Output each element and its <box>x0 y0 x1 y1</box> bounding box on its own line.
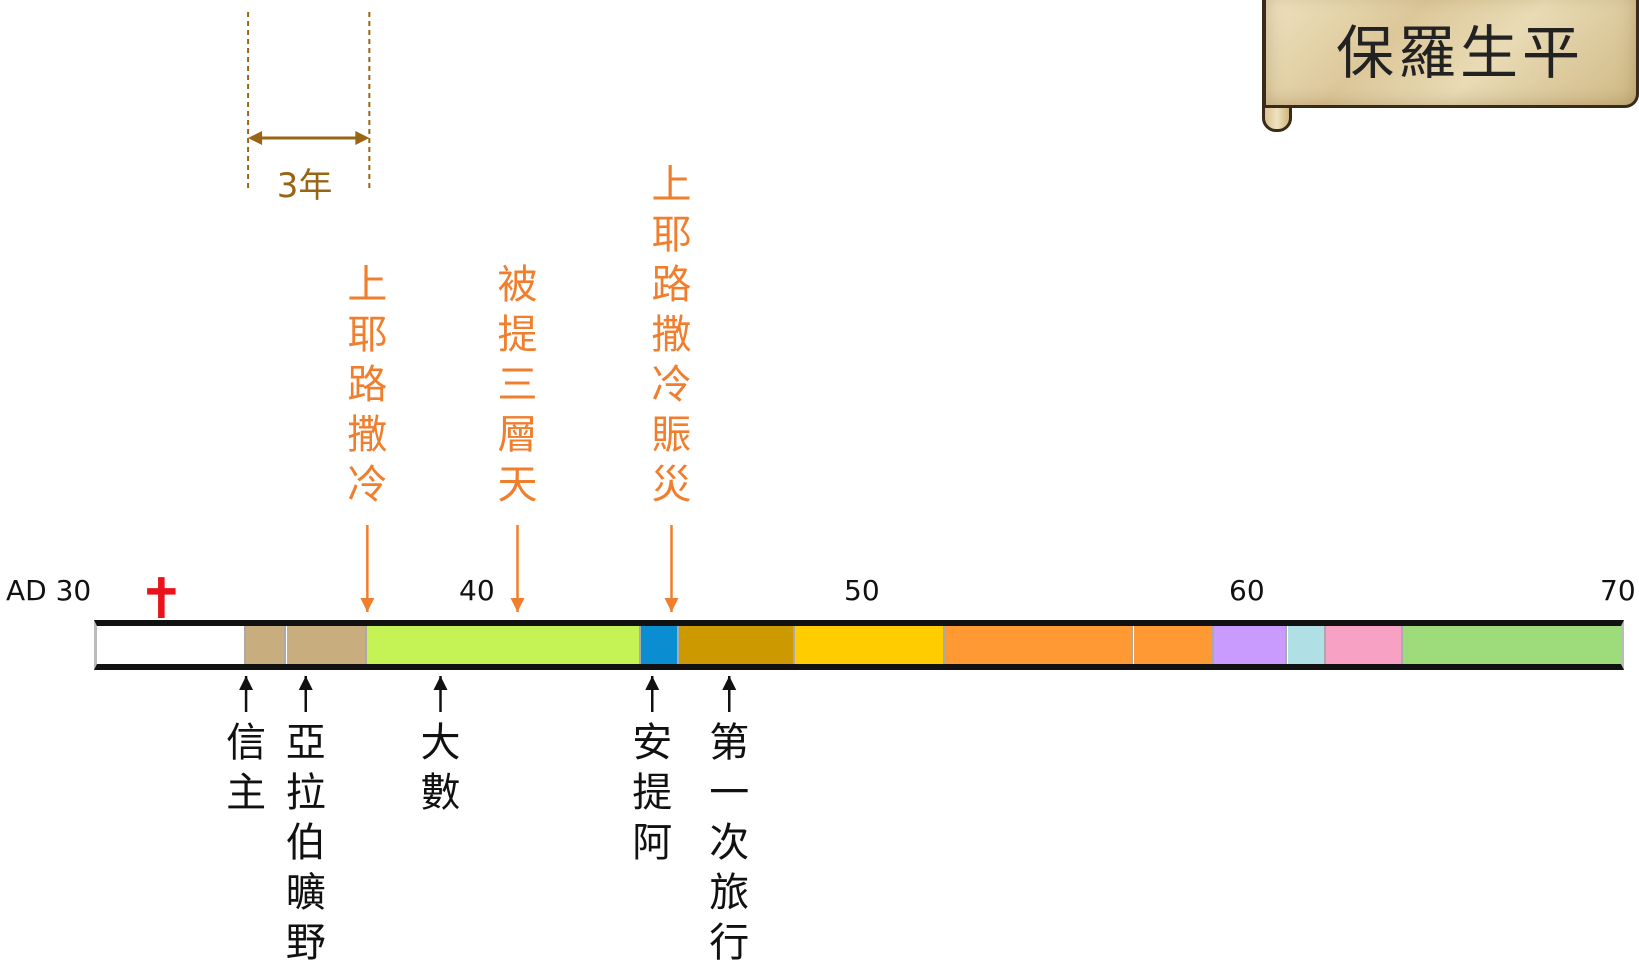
event-char: 阿 <box>632 820 673 866</box>
timeline-segment <box>1214 626 1288 664</box>
event-arrow-antioch-head <box>645 676 660 690</box>
event-char: 安 <box>632 720 673 766</box>
event-label-antioch: 安提阿 <box>627 718 677 868</box>
event-char: 主 <box>226 770 267 816</box>
timeline-segment <box>1326 626 1403 664</box>
timeline-segment <box>794 626 945 664</box>
event-char: 曠 <box>285 870 326 916</box>
timeline-segment <box>1403 626 1621 664</box>
page-title: 保羅生平 <box>1335 19 1584 87</box>
title-scroll <box>1263 0 1639 108</box>
event-char: 一 <box>709 770 750 816</box>
event-char: 大 <box>420 720 461 766</box>
event-arrow-jerusalem-1-head <box>360 598 375 612</box>
timeline-segment <box>679 626 795 664</box>
event-char: 野 <box>285 920 326 966</box>
event-label-tarsus: 大數 <box>416 718 466 818</box>
axis-tick-label: AD 30 <box>6 574 92 607</box>
timeline-segment <box>97 626 247 664</box>
event-char: 路 <box>651 262 692 308</box>
event-char: 撒 <box>651 312 692 358</box>
duration-arrow-head <box>248 131 263 145</box>
event-char: 亞 <box>285 720 326 766</box>
event-char: 次 <box>709 820 750 866</box>
timeline-segment <box>246 626 287 664</box>
timeline-segment <box>1287 626 1326 664</box>
event-char: 信 <box>226 720 267 766</box>
event-char: 上 <box>651 162 692 208</box>
event-char: 層 <box>497 412 538 458</box>
event-arrow-tarsus-head <box>433 676 448 690</box>
event-char: 提 <box>497 312 538 358</box>
event-arrow-conversion-head <box>239 676 254 690</box>
event-label-arabia: 亞拉伯曠野 <box>281 718 331 968</box>
timeline-bar <box>94 620 1624 670</box>
duration-arrow-head <box>355 131 370 145</box>
event-char: 提 <box>632 770 673 816</box>
event-char: 冷 <box>347 462 388 508</box>
event-char: 冷 <box>651 362 692 408</box>
axis-tick-label: 70 <box>1600 574 1636 607</box>
event-label-jerusalem-relief: 上耶路撒冷賑災 <box>647 160 697 510</box>
event-char: 上 <box>347 262 388 308</box>
event-char: 被 <box>497 262 538 308</box>
event-char: 賑 <box>651 412 692 458</box>
axis-tick-label: 40 <box>459 574 495 607</box>
timeline-segment <box>367 626 641 664</box>
event-char: 旅 <box>709 870 750 916</box>
event-char: 第 <box>709 720 750 766</box>
timeline-segment <box>944 626 1134 664</box>
timeline-segment <box>286 626 368 664</box>
event-arrow-arabia-head <box>298 676 313 690</box>
event-char: 耶 <box>347 312 388 358</box>
event-char: 撒 <box>347 412 388 458</box>
timeline-segment <box>640 626 680 664</box>
event-label-first-journey: 第一次旅行 <box>704 718 754 968</box>
axis-tick-label: 50 <box>844 574 880 607</box>
timeline-segment <box>1133 626 1215 664</box>
event-char: 耶 <box>651 212 692 258</box>
event-char: 拉 <box>285 770 326 816</box>
duration-label: 3年 <box>276 166 333 206</box>
event-arrow-jerusalem-relief-head <box>664 598 679 612</box>
event-label-conversion: 信主 <box>221 718 271 818</box>
event-char: 伯 <box>285 820 326 866</box>
event-label-third-heaven: 被提三層天 <box>493 260 543 510</box>
event-char: 數 <box>420 770 461 816</box>
event-label-jerusalem-1: 上耶路撒冷 <box>342 260 392 510</box>
event-char: 天 <box>497 462 538 508</box>
event-arrow-third-heaven-head <box>510 598 525 612</box>
axis-tick-label: 60 <box>1229 574 1265 607</box>
event-char: 行 <box>709 920 750 966</box>
cross-icon: ✝ <box>138 567 185 632</box>
event-char: 災 <box>651 462 692 508</box>
event-char: 三 <box>497 362 538 408</box>
event-char: 路 <box>347 362 388 408</box>
event-arrow-first-journey-head <box>722 676 737 690</box>
